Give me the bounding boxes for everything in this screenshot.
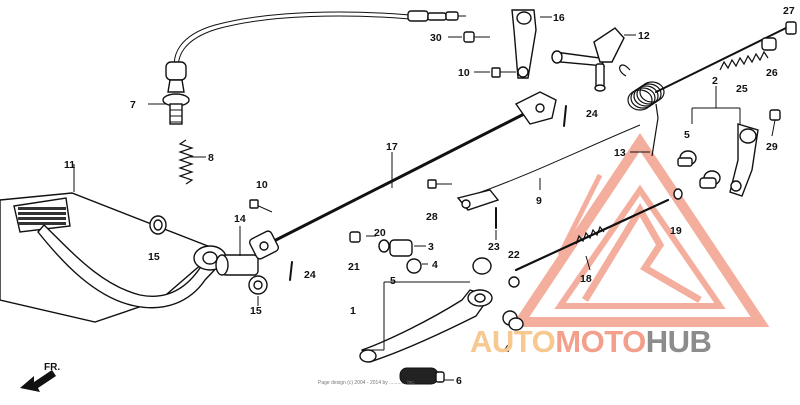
collar-5-lower (472, 257, 492, 275)
nut-22 (508, 276, 520, 288)
bolt-10-upper (491, 67, 516, 78)
wordmark-hub: HUB (646, 324, 712, 359)
callout-4-lower: 4 (504, 343, 510, 355)
callout-25: 25 (736, 83, 748, 95)
throttle-cable (173, 10, 466, 77)
brake-lever-arm (729, 123, 759, 197)
copyright-text: Page design (c) 2004 - 2014 by .........… (318, 380, 415, 386)
wordmark-moto: MOTO (555, 324, 645, 359)
callout-3: 3 (428, 241, 434, 253)
callout-17: 17 (386, 141, 398, 153)
nut-4-upper (406, 258, 422, 274)
callout-15-lower: 15 (250, 305, 262, 317)
bolt-29 (769, 109, 781, 137)
nut-27 (785, 21, 797, 35)
brake-arm (511, 9, 537, 79)
collar-5-upper (677, 150, 697, 167)
wordmark-auto: AUTO (470, 324, 555, 359)
callout-10: 10 (458, 67, 470, 79)
callout-24-lower: 24 (304, 269, 316, 281)
spring-washer-20 (378, 239, 390, 253)
callout-20: 20 (374, 227, 386, 239)
torsion-spring (619, 64, 665, 157)
callout-16: 16 (553, 12, 565, 24)
washer-15-upper (149, 215, 167, 235)
callout-18: 18 (580, 273, 592, 285)
callout-labels: 27 16 30 12 10 26 2 25 7 24 5 29 8 17 13… (64, 5, 795, 387)
callout-27: 27 (783, 5, 795, 17)
callout-22: 22 (508, 249, 520, 261)
brake-rod (248, 91, 557, 260)
automotohub-logo-icon (510, 132, 770, 327)
pin-21 (349, 231, 361, 243)
washer-19 (673, 188, 683, 200)
change-pedal (359, 289, 493, 363)
bolt-28 (427, 179, 452, 189)
leader-lines (73, 16, 741, 381)
nut-4-lower (508, 317, 524, 331)
callout-23: 23 (488, 241, 500, 253)
callout-1: 1 (350, 305, 356, 317)
callout-10-lower: 10 (256, 179, 268, 191)
callout-19: 19 (670, 225, 682, 237)
cotter-pin-lower (289, 261, 293, 281)
callout-11: 11 (64, 159, 75, 171)
brake-cable-9 (456, 124, 641, 211)
brake-shaft (551, 27, 625, 92)
bolt-10-lower (249, 199, 273, 213)
callout-21: 21 (348, 261, 360, 273)
brake-pedal (0, 192, 227, 323)
callout-7: 7 (130, 99, 136, 111)
rubber-6 (399, 367, 445, 385)
callout-4: 4 (432, 259, 438, 271)
callout-14: 14 (234, 213, 246, 225)
front-direction-label: FR. (44, 362, 60, 373)
callout-28: 28 (426, 211, 438, 223)
brake-rod-18 (514, 198, 670, 272)
callout-12: 12 (638, 30, 650, 42)
cotter-pin-upper (563, 105, 567, 127)
callout-24: 24 (586, 108, 598, 120)
callout-30: 30 (430, 32, 442, 44)
automotohub-wordmark: AUTOMOTOHUB (470, 324, 712, 359)
callout-6: 6 (456, 375, 462, 387)
callout-29: 29 (766, 141, 778, 153)
callout-5-lower: 5 (390, 275, 396, 287)
callout-26: 26 (766, 67, 778, 79)
callout-13: 13 (614, 147, 626, 159)
callout-9: 9 (536, 195, 542, 207)
collar-3 (389, 239, 413, 257)
callout-15: 15 (148, 251, 160, 263)
pivot-bolt (215, 254, 268, 295)
return-spring-small (178, 139, 194, 185)
callout-8: 8 (208, 152, 214, 164)
callout-5: 5 (684, 129, 690, 141)
callout-2: 2 (712, 75, 718, 87)
svg-text:AUTOMOTOHUB: AUTOMOTOHUB (470, 324, 711, 359)
pin-26 (761, 37, 777, 51)
front-direction-icon: FR. (20, 362, 60, 392)
spring-25 (719, 50, 769, 71)
bolt-30 (463, 31, 490, 43)
joint-2 (699, 170, 721, 189)
brake-light-switch (162, 61, 190, 125)
